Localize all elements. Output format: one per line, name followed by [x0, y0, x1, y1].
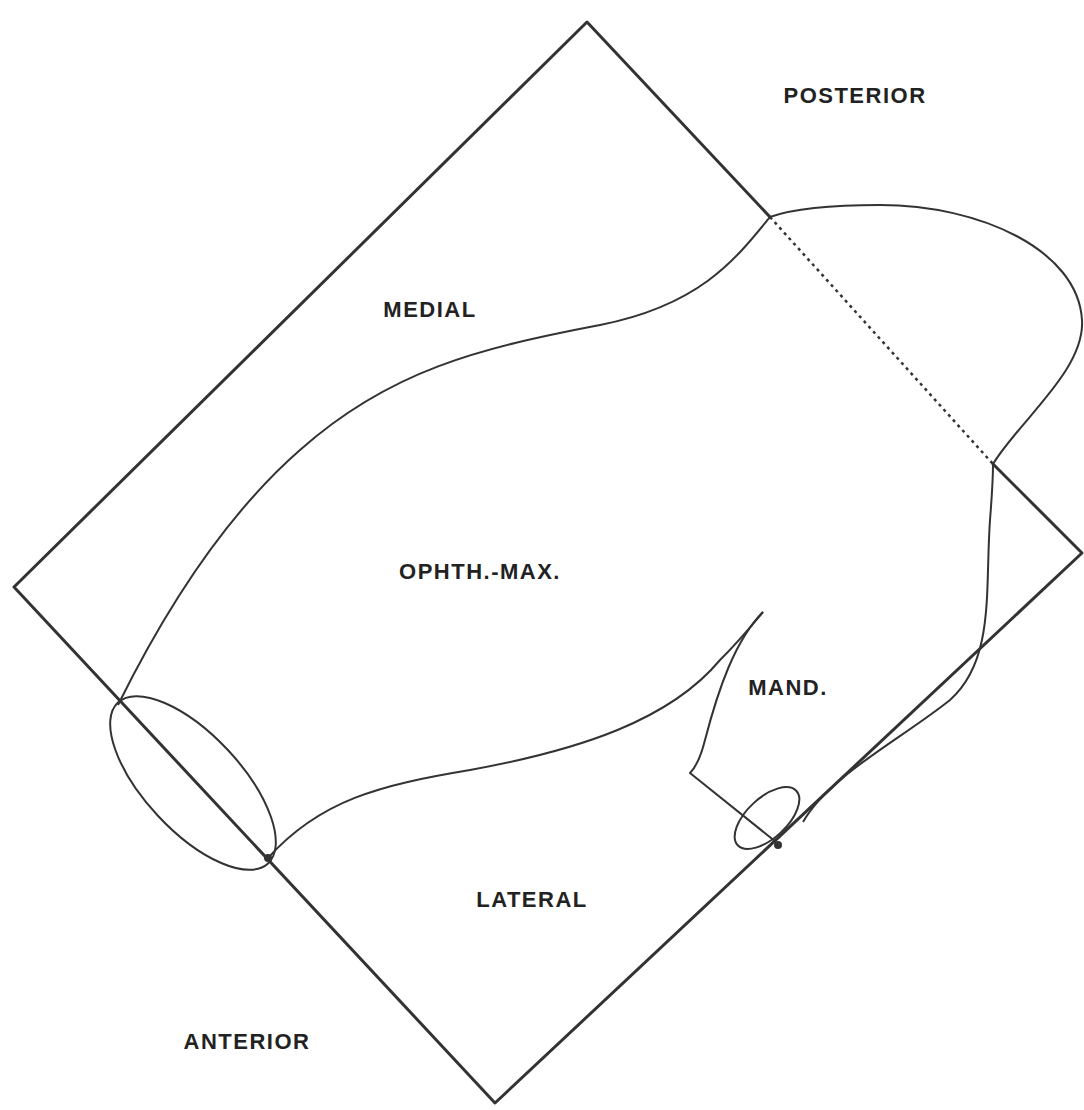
- dotted-boundary: [770, 217, 993, 464]
- region-label: MEDIAL: [383, 297, 476, 323]
- medial-border: [118, 217, 770, 705]
- division-label: MAND.: [748, 675, 828, 701]
- direction-label: POSTERIOR: [783, 83, 926, 109]
- anterior-root-ellipse: [83, 670, 303, 896]
- mandibular-root-ellipse: [724, 776, 810, 860]
- direction-label: ANTERIOR: [184, 1029, 311, 1055]
- square-frame: [14, 22, 1082, 1103]
- ophthalmic-maxillary-lower-border: [268, 612, 763, 858]
- mandibular-border: [803, 464, 993, 822]
- posterior-bulge: [770, 205, 1082, 464]
- junction-dot: [774, 841, 782, 849]
- division-label: OPHTH.-MAX.: [399, 559, 561, 585]
- junction-dot: [264, 854, 272, 862]
- region-label: LATERAL: [476, 887, 588, 913]
- notch-border: [690, 612, 776, 842]
